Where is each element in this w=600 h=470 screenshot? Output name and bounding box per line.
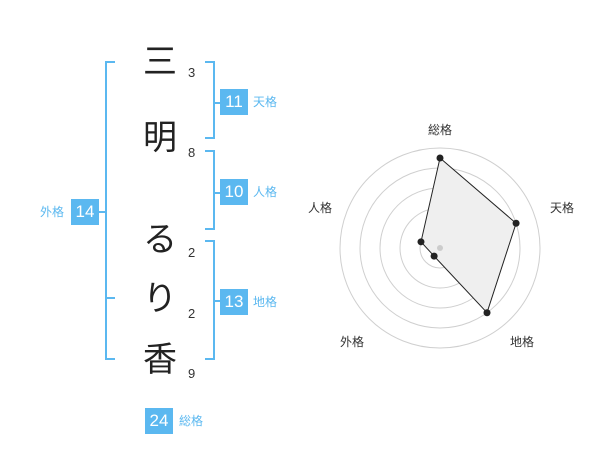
gaikaku-bracket-lower — [105, 298, 115, 360]
tenkaku-score: 11 — [220, 89, 248, 115]
tenkaku-tick — [215, 102, 221, 104]
radar-point-2 — [512, 219, 520, 227]
chikaku-tick — [215, 300, 221, 302]
name-char-1: 三 — [143, 42, 177, 82]
radar-axis-label-chikaku: 地格 — [510, 334, 534, 349]
name-char-4: り — [143, 279, 177, 319]
radar-area — [421, 158, 517, 313]
stroke-count-5: 9 — [188, 366, 196, 381]
soukaku-label: 総格 — [179, 414, 204, 428]
tenkaku-bracket — [205, 61, 215, 139]
radar-axis-label-jinkaku: 人格 — [308, 200, 332, 215]
radar-ring — [339, 147, 541, 349]
jinkaku-tick — [215, 192, 221, 194]
radar-point-4 — [430, 252, 438, 260]
name-char-5: 香 — [143, 340, 177, 380]
radar-axis-label-tenkaku: 天格 — [550, 200, 574, 215]
jinkaku-label: 人格 — [253, 185, 278, 199]
radar-point-5 — [417, 238, 425, 246]
radar-outline — [420, 157, 517, 314]
stroke-count-2: 8 — [188, 145, 196, 160]
chikaku-label: 地格 — [253, 295, 278, 309]
gaikaku-bracket-tick — [99, 211, 105, 213]
name-char-2: 明 — [143, 118, 177, 158]
jinkaku-score: 10 — [220, 179, 248, 205]
gaikaku-bracket-upper — [105, 61, 115, 299]
radar-point-1 — [436, 154, 444, 162]
gaikaku-score: 14 — [71, 199, 99, 225]
stroke-count-1: 3 — [188, 65, 196, 80]
soukaku-score: 24 — [145, 408, 173, 434]
stroke-count-3: 2 — [188, 245, 196, 260]
tenkaku-label: 天格 — [253, 95, 278, 109]
gaikaku-label: 外格 — [40, 205, 65, 219]
radar-point-3 — [483, 309, 491, 317]
chikaku-bracket — [205, 240, 215, 360]
radar-axis-label-gaikaku: 外格 — [340, 334, 364, 349]
jinkaku-bracket — [205, 150, 215, 230]
radar-center-dot — [437, 245, 443, 251]
radar-axis-label-soukaku: 総格 — [428, 122, 452, 137]
chikaku-score: 13 — [220, 289, 248, 315]
stroke-count-4: 2 — [188, 306, 196, 321]
name-char-3: る — [143, 220, 177, 260]
